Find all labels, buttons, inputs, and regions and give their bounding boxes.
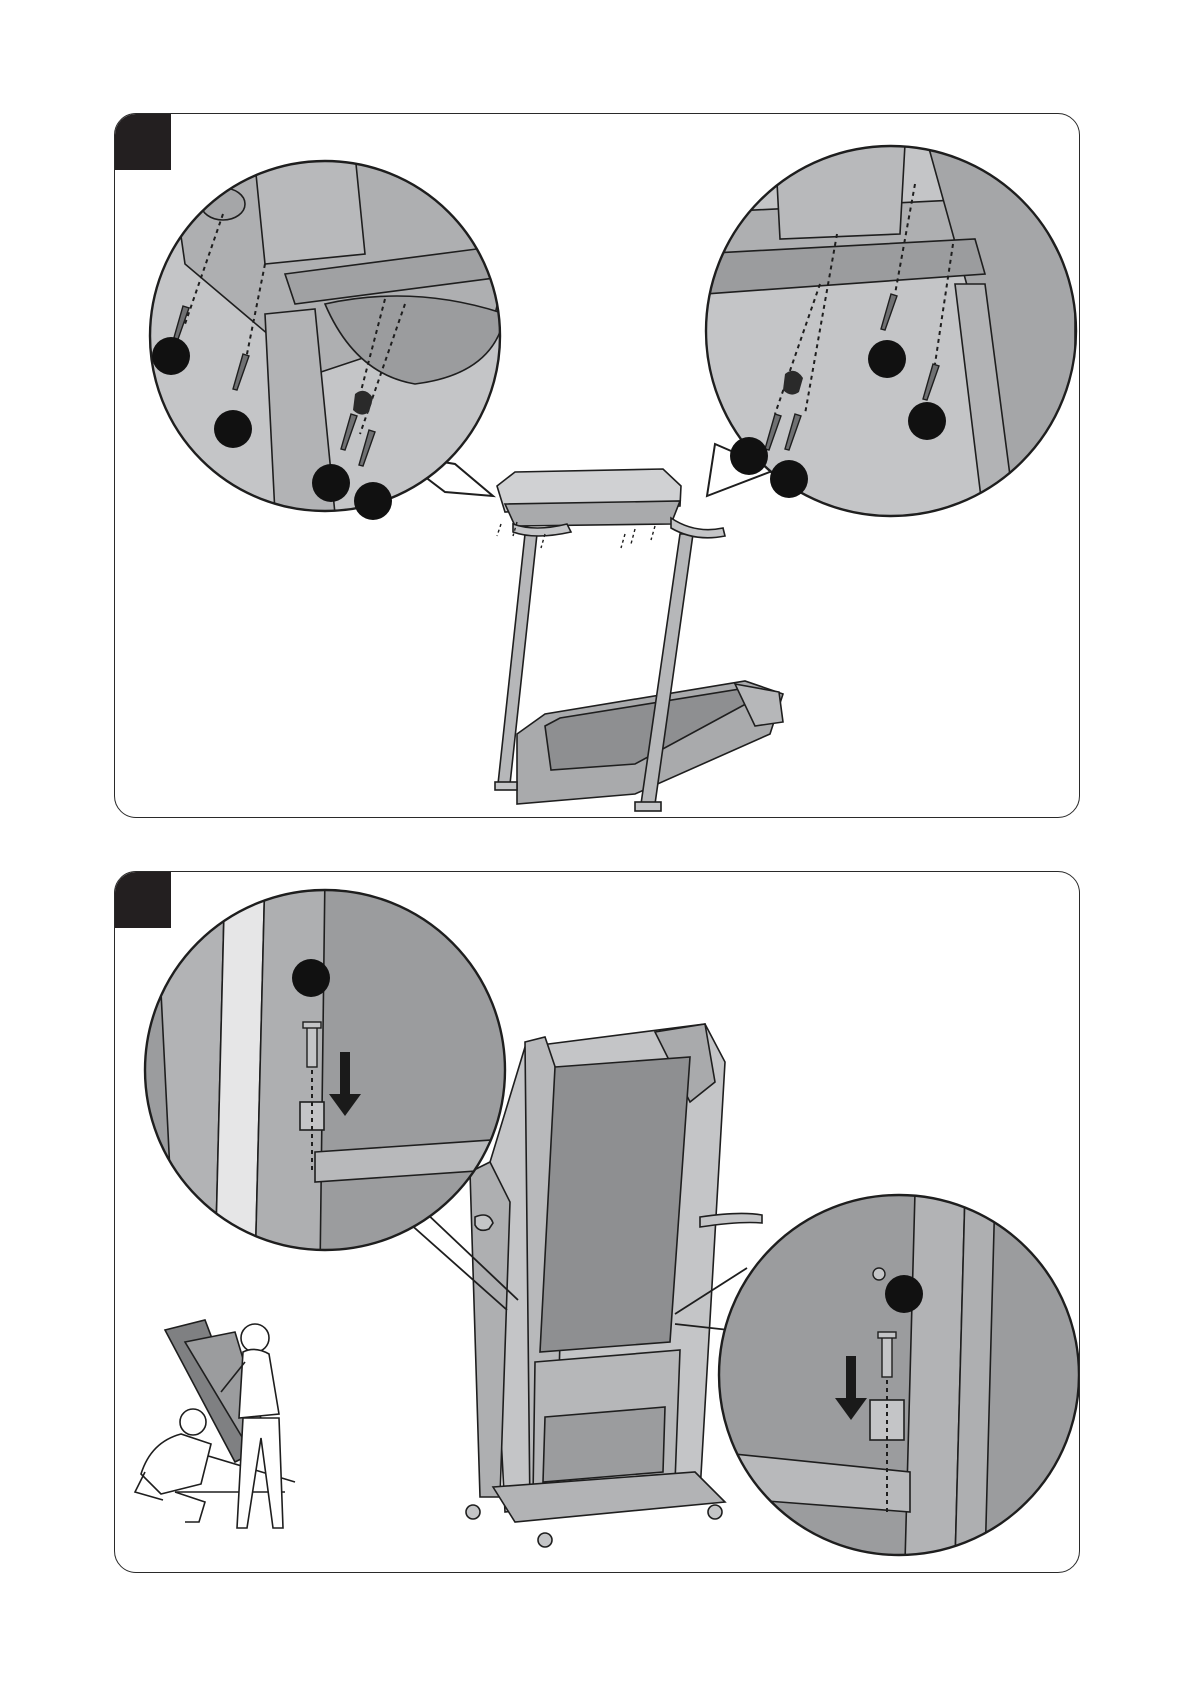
- treadmill-folded-icon: [466, 1024, 762, 1547]
- treadmill-front-icon: [495, 469, 783, 811]
- left-zoom-marker: [292, 959, 330, 997]
- step-1-illustration: [115, 114, 1079, 817]
- step-panel-1: [114, 113, 1080, 818]
- two-people-assembly-icon: [135, 1320, 295, 1528]
- step-2-illustration: [115, 872, 1079, 1572]
- step-panel-2: [114, 871, 1080, 1573]
- left-zoom-top-console: [145, 124, 525, 524]
- right-zoom-marker: [885, 1275, 923, 1313]
